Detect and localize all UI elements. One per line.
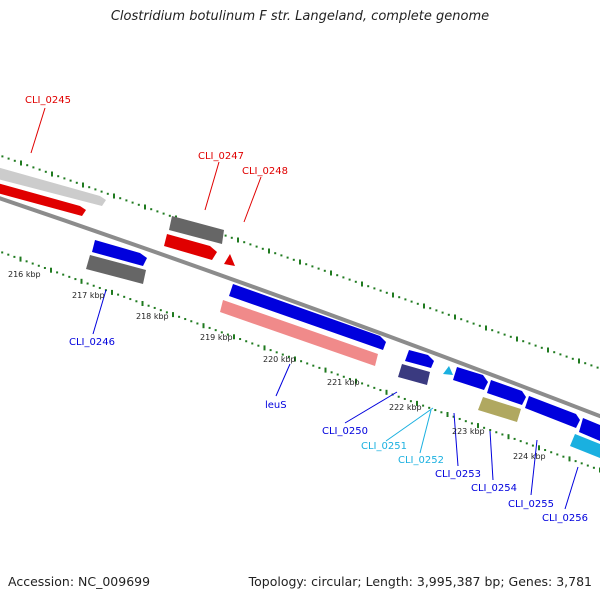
genome-summary-text: Topology: circular; Length: 3,995,387 bp… <box>248 574 592 589</box>
gene-leus-pink-box[interactable] <box>220 300 378 366</box>
gene-name-labels: CLI_0245 CLI_0247 CLI_0248 CLI_0246 leuS… <box>25 95 588 524</box>
leader-cli0256 <box>564 466 579 510</box>
kbp-label: 223 kbp <box>452 427 485 436</box>
map-title: Clostridium botulinum F str. Langeland, … <box>110 9 490 24</box>
gene-cli0256-blue-arrow[interactable] <box>579 418 600 441</box>
gene-label-cli0251[interactable]: CLI_0251 <box>361 441 407 452</box>
leader-cli0251 <box>385 407 434 442</box>
kbp-label: 217 kbp <box>72 291 105 300</box>
leader-cli0254 <box>489 430 494 481</box>
gene-small-red-arrow[interactable] <box>224 254 235 266</box>
gene-features <box>0 165 600 458</box>
gene-label-cli0255[interactable]: CLI_0255 <box>508 499 554 510</box>
gene-label-cli0254[interactable]: CLI_0254 <box>471 483 517 494</box>
accession-text: Accession: NC_009699 <box>8 574 151 589</box>
leader-cli0252 <box>419 409 432 454</box>
genome-backbone <box>0 196 600 419</box>
gene-label-cli0250[interactable]: CLI_0250 <box>322 426 368 437</box>
gene-cli0251-cyan-arrow[interactable] <box>443 366 453 375</box>
gene-label-cli0247[interactable]: CLI_0247 <box>198 151 244 162</box>
gene-label-cli0245[interactable]: CLI_0245 <box>25 95 71 106</box>
gene-label-cli0246[interactable]: CLI_0246 <box>69 337 115 348</box>
kbp-label: 224 kbp <box>513 452 546 461</box>
leader-cli0247 <box>204 161 220 211</box>
kbp-label: 220 kbp <box>263 355 296 364</box>
gene-label-cli0248[interactable]: CLI_0248 <box>242 166 288 177</box>
gene-cli0250-slate-box[interactable] <box>398 364 430 385</box>
kbp-label: 219 kbp <box>200 333 233 342</box>
leader-cli0255 <box>530 439 538 496</box>
gene-cli0247-arrow[interactable] <box>169 216 224 244</box>
gene-cli0255-blue-arrow[interactable] <box>525 396 580 428</box>
gene-label-cli0252[interactable]: CLI_0252 <box>398 455 444 466</box>
leader-cli0253 <box>453 412 459 467</box>
gene-cli0254-olive-box[interactable] <box>478 397 521 422</box>
gene-label-leus[interactable]: leuS <box>265 400 287 411</box>
gene-cli0248-red-arrow[interactable] <box>164 234 217 260</box>
gene-cli0253-blue-arrow[interactable] <box>453 367 488 390</box>
leader-cli0245 <box>30 107 46 154</box>
tick-tracks <box>1 155 600 473</box>
label-leader-lines <box>30 107 579 510</box>
leader-cli0246 <box>92 289 107 335</box>
leader-cli0248 <box>243 176 262 223</box>
gene-leus-blue-arrow[interactable] <box>229 284 386 350</box>
gene-cli0250-blue-arrow[interactable] <box>405 350 434 368</box>
kbp-label: 218 kbp <box>136 312 169 321</box>
kbp-label: 222 kbp <box>389 403 422 412</box>
gene-label-cli0256[interactable]: CLI_0256 <box>542 513 588 524</box>
gene-label-cli0253[interactable]: CLI_0253 <box>435 469 481 480</box>
gene-cli0254-blue-arrow[interactable] <box>487 380 526 405</box>
gene-cli0256-cyan-box[interactable] <box>570 434 600 458</box>
kbp-label: 221 kbp <box>327 378 360 387</box>
gene-cli0245-red-arrow[interactable] <box>0 181 86 216</box>
gene-cli0246-blue-arrow[interactable] <box>92 240 147 266</box>
kbp-scale-labels: 216 kbp 217 kbp 218 kbp 219 kbp 220 kbp … <box>8 270 546 461</box>
gene-cli0245-arrow[interactable] <box>0 165 106 206</box>
kbp-label: 216 kbp <box>8 270 41 279</box>
leader-cli0250 <box>344 391 398 424</box>
gene-cli0246-gray-box[interactable] <box>86 255 146 284</box>
leader-leus <box>275 363 291 397</box>
